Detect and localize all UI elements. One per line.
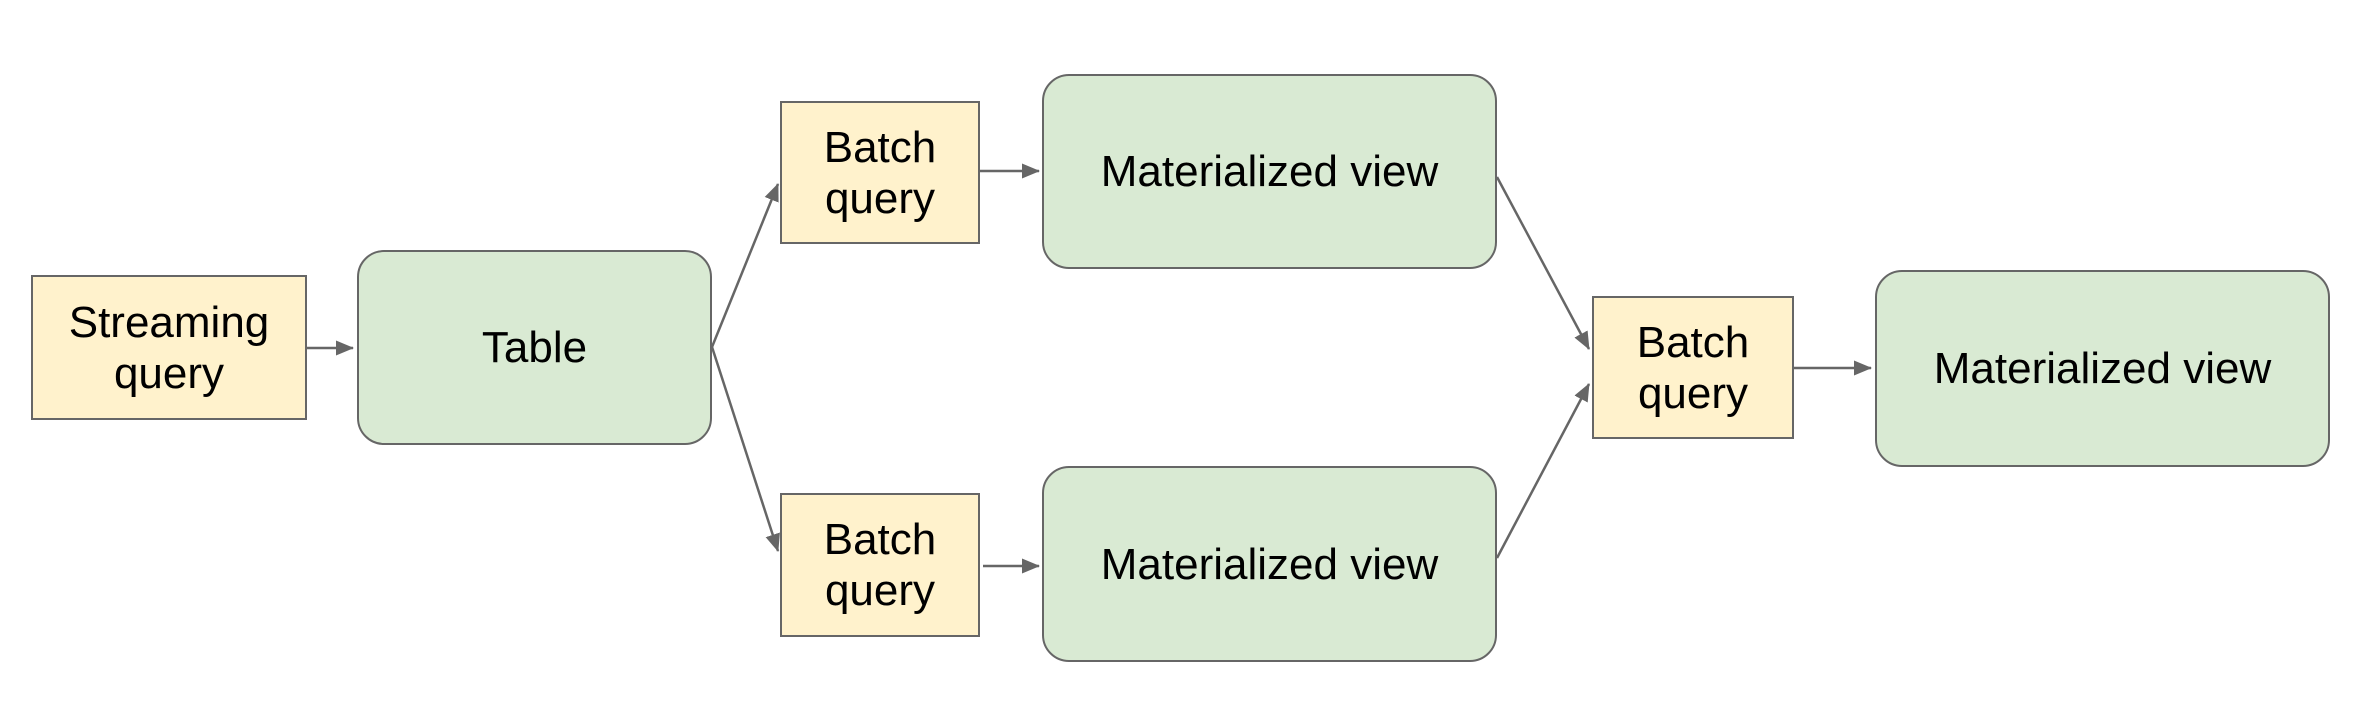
edge-table-to-batch-top [710,183,780,348]
node-batch-query-top: Batch query [780,101,980,244]
node-table: Table [357,250,712,445]
node-table-label: Table [481,323,588,372]
node-materialized-view-bottom: Materialized view [1042,466,1497,662]
node-batch-query-merge-label: Batch query [1636,317,1750,418]
node-batch-query-bottom-label: Batch query [823,515,937,615]
node-materialized-view-top-label: Materialized view [1100,147,1439,196]
edge-view-bottom-to-batch-merge [1495,383,1591,559]
node-batch-query-bottom: Batch query [780,493,980,637]
node-materialized-view-bottom-label: Materialized view [1100,539,1439,589]
node-batch-query-merge: Batch query [1592,296,1794,439]
node-materialized-view-top: Materialized view [1042,74,1497,269]
node-streaming-query-label: Streaming query [68,297,270,398]
node-batch-query-top-label: Batch query [823,122,937,223]
edge-view-top-to-batch-merge [1495,176,1591,350]
node-materialized-view-final-label: Materialized view [1933,344,2272,393]
edge-table-to-batch-bottom [710,346,780,552]
node-materialized-view-final: Materialized view [1875,270,2330,467]
node-streaming-query: Streaming query [31,275,307,420]
